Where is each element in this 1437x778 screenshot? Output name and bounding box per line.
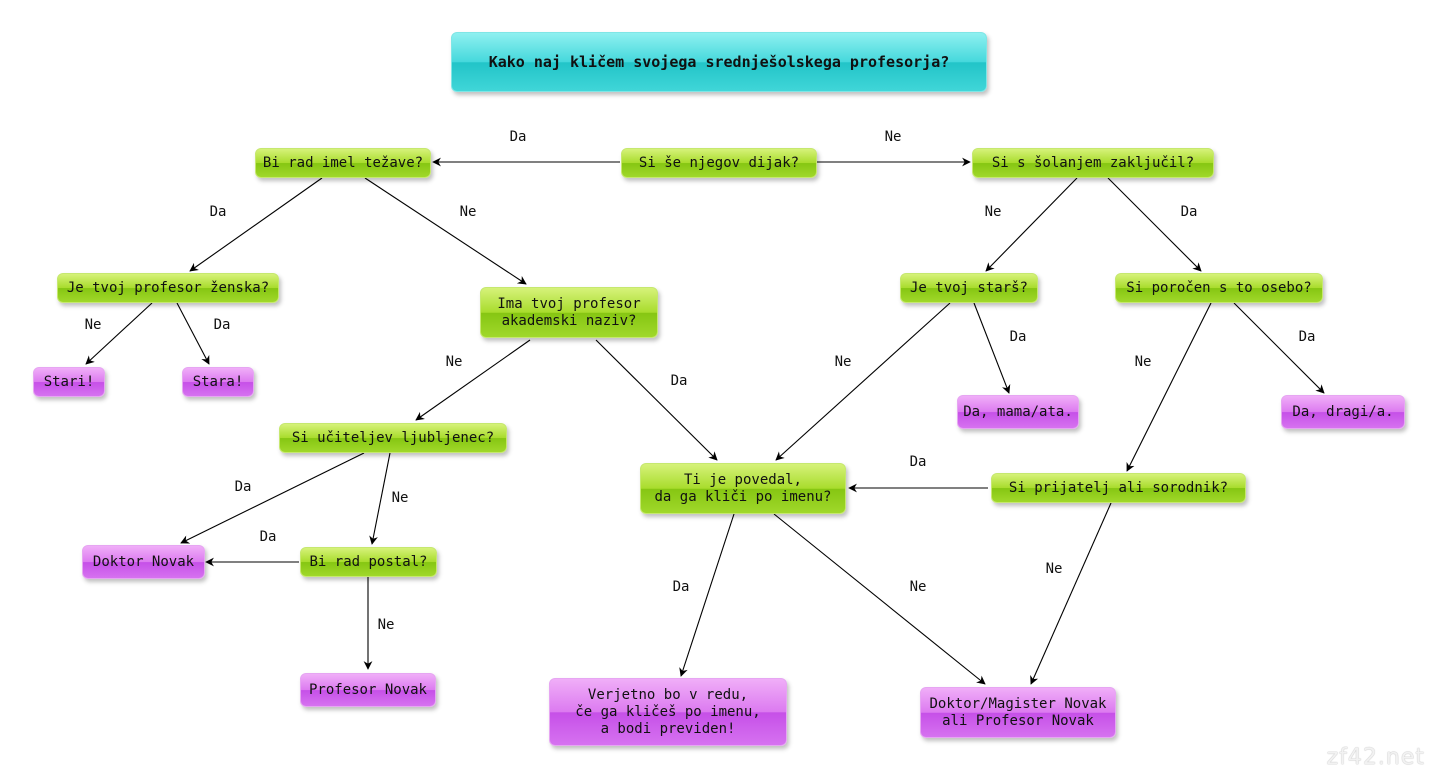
edge-label: Ne xyxy=(834,354,852,370)
edge-label: Ne xyxy=(984,204,1002,220)
edge-label: Da xyxy=(1009,329,1027,345)
edge-label: Ne xyxy=(377,617,395,633)
edge-label: Da xyxy=(1298,329,1316,345)
edge-label: Ne xyxy=(909,579,927,595)
flowchart-title: Kako naj kličem svojega srednješolskega … xyxy=(451,32,987,92)
edge-label: Da xyxy=(213,317,231,333)
node-a-mama: Da, mama/ata. xyxy=(957,395,1079,429)
edge-label: Ne xyxy=(84,317,102,333)
edge-label: Ne xyxy=(1045,561,1063,577)
node-a-stara: Stara! xyxy=(182,367,254,397)
node-q-ljubljenec: Si učiteljev ljubljenec? xyxy=(279,423,507,453)
connector-arrow xyxy=(369,452,391,545)
edge-label: Da xyxy=(209,204,227,220)
connector-arrow xyxy=(985,177,1078,272)
connector-arrow xyxy=(679,513,735,677)
node-q-naziv: Ima tvoj profesor akademski naziv? xyxy=(480,287,658,338)
node-q-tezave: Bi rad imel težave? xyxy=(255,148,431,178)
edge-label: Da xyxy=(234,479,252,495)
connector-arrow xyxy=(595,339,718,461)
connector-arrow xyxy=(415,339,531,421)
node-a-stari: Stari! xyxy=(33,367,105,397)
node-q-dijak: Si še njegov dijak? xyxy=(621,148,817,178)
edge-label: Da xyxy=(670,373,688,389)
connector-arrow xyxy=(1233,302,1325,394)
connector-arrow xyxy=(85,302,153,365)
node-q-prijatelj: Si prijatelj ali sorodnik? xyxy=(991,473,1246,503)
node-q-postal: Bi rad postal? xyxy=(300,547,437,577)
connector-arrow xyxy=(176,302,210,365)
connector-arrow xyxy=(189,177,323,272)
connector-arrow xyxy=(775,302,951,461)
connector-arrow xyxy=(364,177,527,285)
connector-arrow xyxy=(1107,177,1202,272)
edge-label: Ne xyxy=(1134,354,1152,370)
node-a-profesor: Profesor Novak xyxy=(300,673,436,707)
node-q-stars: Je tvoj starš? xyxy=(900,273,1038,303)
edge-label: Da xyxy=(909,454,927,470)
node-a-magister: Doktor/Magister Novak ali Profesor Novak xyxy=(920,687,1116,738)
node-a-verjetno: Verjetno bo v redu, če ga kličeš po imen… xyxy=(549,678,787,746)
edge-label: Ne xyxy=(884,129,902,145)
edge-label: Ne xyxy=(445,354,463,370)
edge-label: Da xyxy=(259,529,277,545)
connector-arrow xyxy=(773,513,986,685)
node-a-dragi: Da, dragi/a. xyxy=(1281,395,1405,429)
node-q-zenska: Je tvoj profesor ženska? xyxy=(57,273,279,303)
node-a-doktor: Doktor Novak xyxy=(82,545,205,579)
edge-label: Da xyxy=(1180,204,1198,220)
edge-label: Ne xyxy=(459,204,477,220)
node-q-zakljucil: Si s šolanjem zaključil? xyxy=(972,148,1214,178)
edge-label: Ne xyxy=(391,490,409,506)
edge-label: Da xyxy=(509,129,527,145)
connector-arrow xyxy=(180,452,365,544)
node-q-povedal: Ti je povedal, da ga kliči po imenu? xyxy=(640,463,846,514)
watermark: zf42.net xyxy=(1326,745,1425,770)
connector-arrow xyxy=(1030,502,1112,685)
connector-arrow xyxy=(973,302,1011,394)
edge-label: Da xyxy=(672,579,690,595)
node-q-porocen: Si poročen s to osebo? xyxy=(1115,273,1323,303)
connector-arrow xyxy=(1126,302,1212,472)
